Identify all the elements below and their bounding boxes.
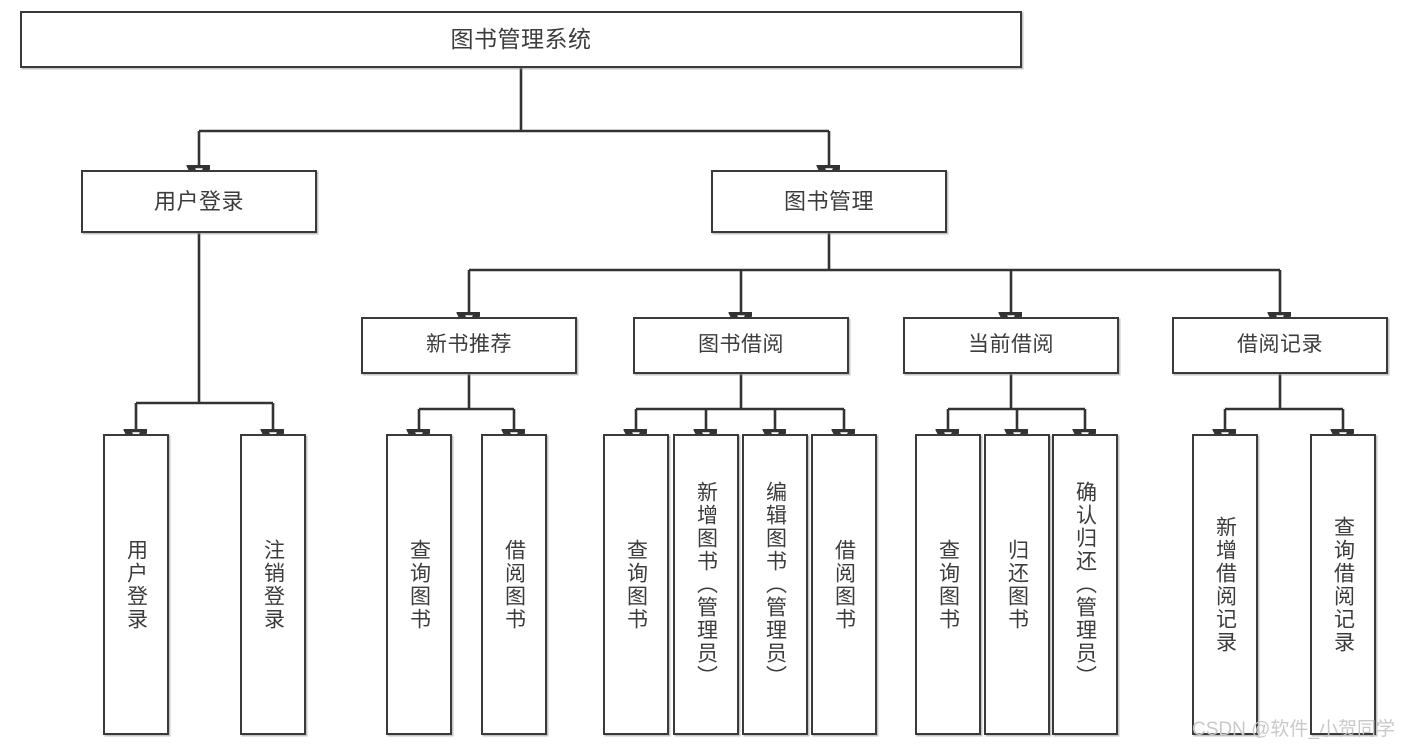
node-leaf-borrow-book-rec: 借阅图书 xyxy=(481,434,547,735)
node-label: 借阅记录 xyxy=(1237,333,1323,357)
node-label: 确认归还（管理员） xyxy=(1073,481,1097,688)
node-leaf-query-borrow-record: 查询借阅记录 xyxy=(1310,434,1376,735)
node-label: 图书管理系统 xyxy=(450,26,592,53)
node-label: 新书推荐 xyxy=(426,333,512,357)
node-label: 注销登录 xyxy=(261,538,285,631)
node-leaf-borrow-book: 借阅图书 xyxy=(811,434,877,735)
node-leaf-user-login: 用户登录 xyxy=(103,434,169,735)
node-leaf-edit-book-admin: 编辑图书（管理员） xyxy=(742,434,808,735)
node-leaf-query-book-current: 查询图书 xyxy=(915,434,981,735)
node-label: 当前借阅 xyxy=(968,333,1054,357)
node-user-login: 用户登录 xyxy=(81,170,317,233)
node-borrow-record: 借阅记录 xyxy=(1172,317,1388,374)
node-label: 查询图书 xyxy=(407,538,431,631)
node-label: 借阅图书 xyxy=(502,538,526,631)
node-leaf-return-book: 归还图书 xyxy=(984,434,1050,735)
node-leaf-add-book-admin: 新增图书（管理员） xyxy=(673,434,739,735)
watermark-label: CSDN @软件_小贺同学 xyxy=(1192,719,1395,740)
node-label: 编辑图书（管理员） xyxy=(763,481,787,688)
node-label: 用户登录 xyxy=(124,538,148,631)
node-leaf-query-book-rec: 查询图书 xyxy=(386,434,452,735)
node-label: 查询图书 xyxy=(624,538,648,631)
node-label: 查询图书 xyxy=(936,538,960,631)
node-current-borrow: 当前借阅 xyxy=(903,317,1119,374)
node-new-book-recommend: 新书推荐 xyxy=(361,317,577,374)
node-label: 查询借阅记录 xyxy=(1331,515,1355,654)
node-label: 新增图书（管理员） xyxy=(694,481,718,688)
node-label: 新增借阅记录 xyxy=(1213,515,1237,654)
connector-paths xyxy=(136,68,1343,432)
node-label: 借阅图书 xyxy=(832,538,856,631)
node-leaf-logout: 注销登录 xyxy=(240,434,306,735)
node-book-manage: 图书管理 xyxy=(711,170,947,233)
node-label: 用户登录 xyxy=(153,188,244,214)
node-label: 图书管理 xyxy=(783,188,874,214)
node-label: 图书借阅 xyxy=(698,333,784,357)
node-root: 图书管理系统 xyxy=(20,11,1022,68)
node-leaf-add-borrow-record: 新增借阅记录 xyxy=(1192,434,1258,735)
node-book-borrow: 图书借阅 xyxy=(633,317,849,374)
node-leaf-query-book-borrow: 查询图书 xyxy=(603,434,669,735)
node-label: 归还图书 xyxy=(1005,538,1029,631)
node-leaf-confirm-return-admin: 确认归还（管理员） xyxy=(1052,434,1118,735)
